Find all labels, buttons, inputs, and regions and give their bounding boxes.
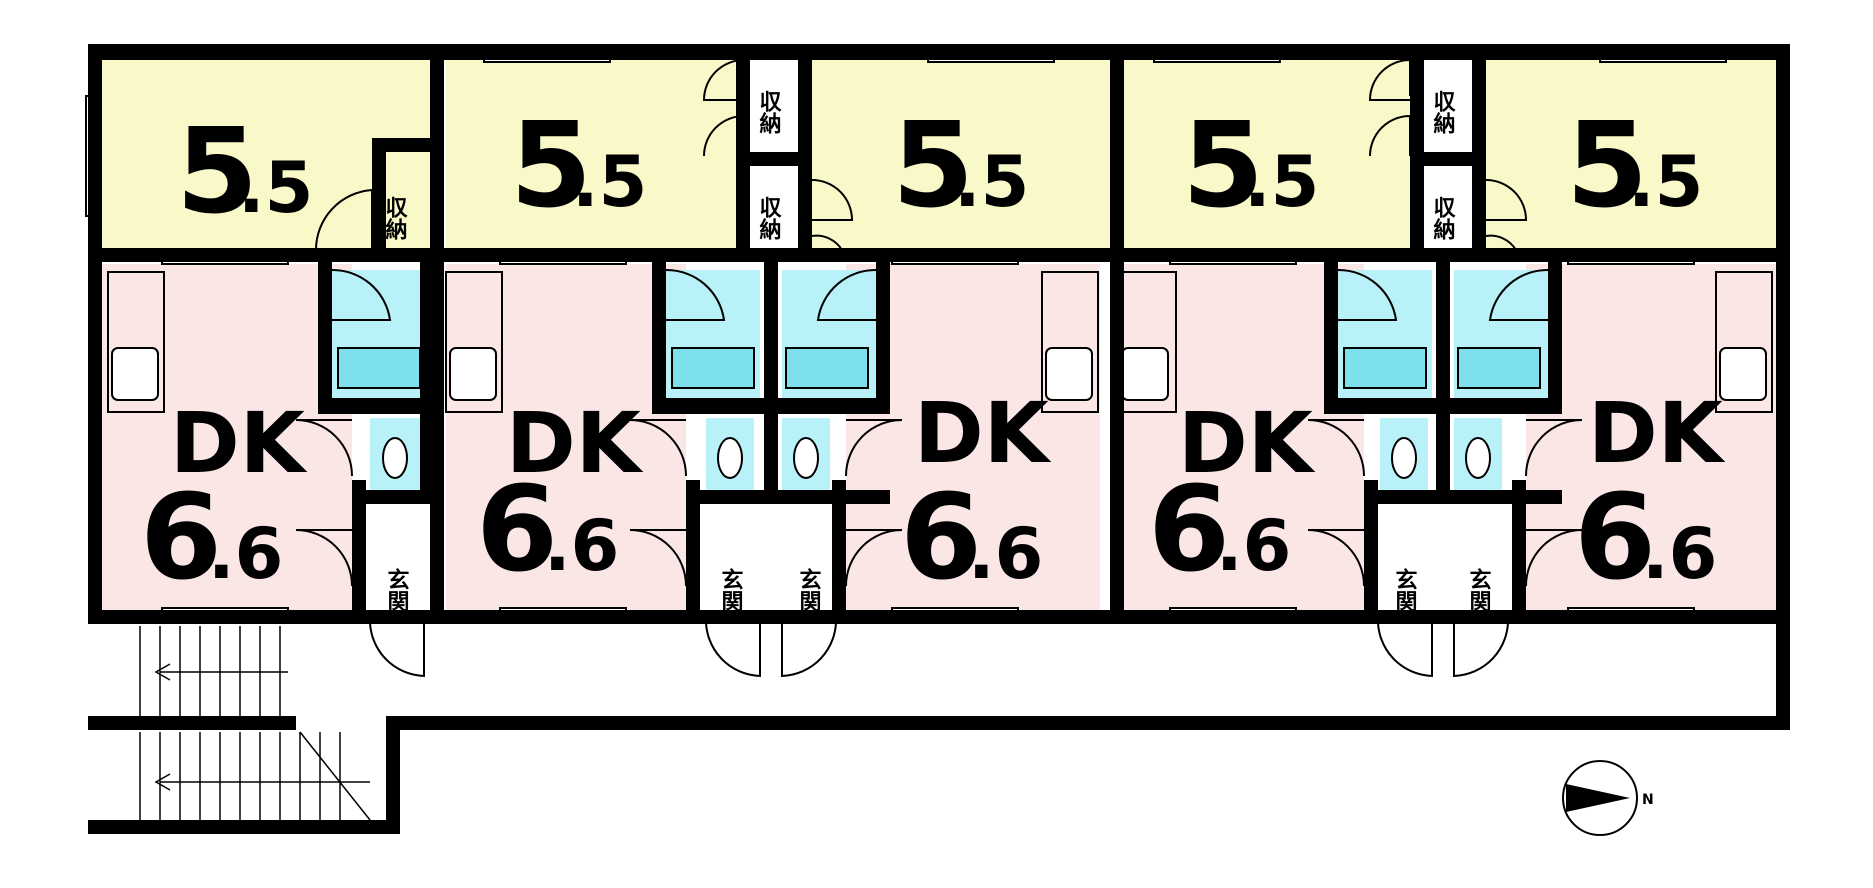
dk-room-5 — [1526, 264, 1776, 610]
bedroom-size-2-int: 5 — [510, 96, 592, 234]
compass-needle-icon — [1566, 784, 1630, 812]
walls — [88, 44, 1790, 834]
bedroom-2 — [446, 60, 736, 250]
bathtub-4 — [1343, 347, 1427, 389]
toilet-4 — [1391, 437, 1417, 479]
dk-size-4-dec: .6 — [1216, 505, 1291, 587]
entrance-label-2: 玄関 — [718, 567, 744, 613]
bedroom-4 — [1124, 60, 1414, 250]
dk-label-2: DK — [506, 394, 644, 492]
bathtub-5 — [1457, 347, 1541, 389]
storage-label-5: 収納 — [1430, 196, 1456, 241]
stair-lower — [139, 731, 371, 821]
dk-size-2-dec: .6 — [544, 505, 619, 587]
bedroom-size-1-int: 5 — [176, 102, 258, 240]
sink-1 — [111, 347, 159, 401]
bedroom-5 — [1486, 60, 1776, 250]
dk-label-1: DK — [170, 394, 308, 492]
dk-label-3: DK — [914, 384, 1052, 482]
bedroom-size-3-dec: .5 — [954, 141, 1029, 223]
storage-label-2: 収納 — [756, 90, 782, 135]
labels: 5 .5 DK 6 .6 5 .5 DK 6 .6 5 .5 DK 6 .6 5… — [140, 90, 1726, 613]
stair-upper — [139, 626, 288, 716]
sink-2 — [449, 347, 497, 401]
dk-size-1-int: 6 — [140, 468, 222, 606]
bedroom-size-2-dec: .5 — [572, 141, 647, 223]
dk-size-1-dec: .6 — [208, 513, 283, 595]
dk-room-2 — [446, 264, 686, 610]
dk-label-4: DK — [1178, 394, 1316, 492]
room-fills — [100, 60, 1776, 610]
bedroom-size-3-int: 5 — [892, 96, 974, 234]
compass: N — [1562, 760, 1654, 836]
bathtub-3 — [785, 347, 869, 389]
sink-5 — [1719, 347, 1767, 401]
storage-label-3: 収納 — [756, 196, 782, 241]
dk-size-3-dec: .6 — [968, 513, 1043, 595]
entrance-label-1: 玄関 — [384, 567, 410, 613]
bedroom-3 — [812, 60, 1112, 250]
fixtures — [107, 271, 1773, 479]
toilet-3 — [793, 437, 819, 479]
bedroom-size-4-dec: .5 — [1244, 141, 1319, 223]
dk-size-3-int: 6 — [900, 468, 982, 606]
storage-label-1: 収納 — [382, 196, 408, 241]
dk-label-5: DK — [1588, 384, 1726, 482]
dk-room-1 — [100, 264, 352, 610]
bedroom-size-5-int: 5 — [1566, 96, 1648, 234]
compass-north-label: N — [1642, 792, 1654, 808]
toilet-1 — [382, 437, 408, 479]
toilet-5 — [1465, 437, 1491, 479]
entrance-label-4: 玄関 — [1392, 567, 1418, 613]
dk-size-2-int: 6 — [476, 460, 558, 598]
bedroom-size-4-int: 5 — [1182, 96, 1264, 234]
bedroom-size-1-dec: .5 — [238, 147, 313, 229]
bathtub-2 — [671, 347, 755, 389]
sink-4 — [1121, 347, 1169, 401]
bathtub-1 — [337, 347, 421, 389]
entrance-label-3: 玄関 — [796, 567, 822, 613]
stairs — [139, 626, 371, 821]
dk-size-5-int: 6 — [1574, 468, 1656, 606]
entrance-label-5: 玄関 — [1466, 567, 1492, 613]
dk-size-5-dec: .6 — [1642, 513, 1717, 595]
sink-3 — [1045, 347, 1093, 401]
bedroom-size-5-dec: .5 — [1628, 141, 1703, 223]
toilet-2 — [717, 437, 743, 479]
dk-size-4-int: 6 — [1148, 460, 1230, 598]
storage-label-4: 収納 — [1430, 90, 1456, 135]
